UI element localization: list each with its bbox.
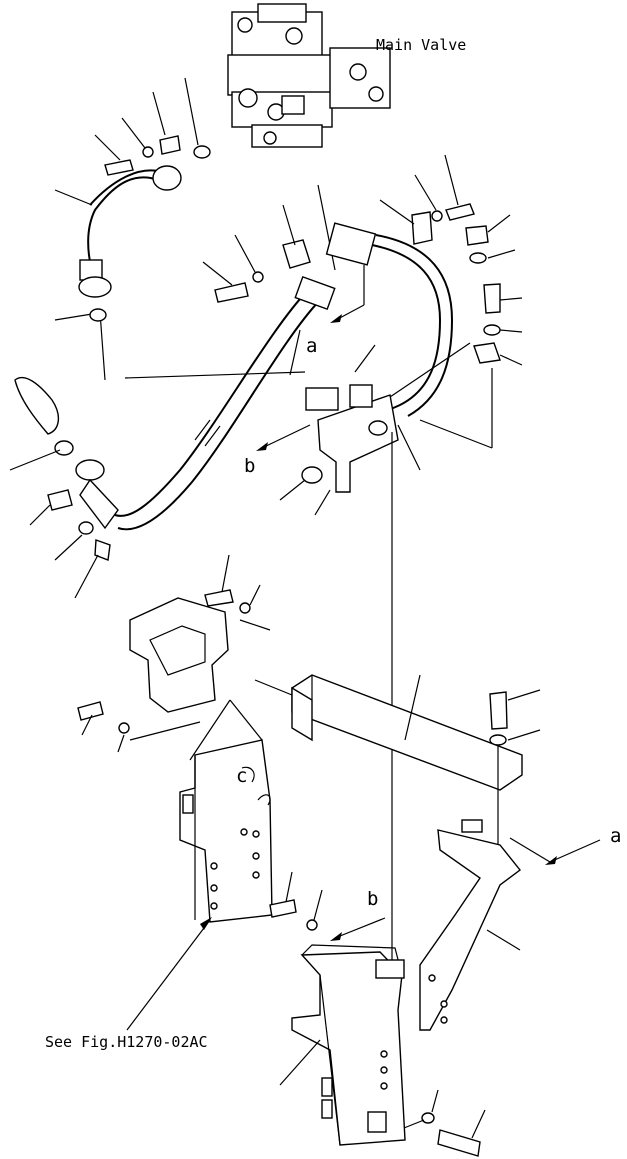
upper-left-hose: [78, 165, 182, 298]
callout-a-upper: a: [306, 335, 317, 357]
callout-arrows-lower: [330, 837, 601, 941]
o-ring: [89, 308, 107, 322]
right-small-parts: [419, 214, 523, 449]
center-fitting-block: [124, 329, 471, 516]
see-fig-label: See Fig.H1270-02AC: [45, 1033, 208, 1051]
callout-c: c: [236, 765, 247, 787]
side-plate: [179, 699, 273, 923]
lower-mount-block: [279, 944, 406, 1146]
long-beam: [254, 674, 523, 791]
callout-b-upper: b: [244, 455, 255, 477]
callout-arrows-upper: [256, 265, 365, 451]
right-bracket: [419, 689, 541, 1031]
upper-bracket: [129, 554, 271, 713]
main-valve-assembly: [227, 3, 391, 148]
leader-lines-upper: [54, 77, 199, 381]
see-fig-arrow: [200, 917, 212, 930]
bolt-and-washer-set: [104, 135, 211, 176]
bolts-bottom: [403, 1089, 486, 1157]
left-fittings: [9, 376, 119, 599]
callout-b-lower: b: [367, 888, 378, 910]
see-fig-leader: [126, 919, 211, 1031]
upper-right-hose: [325, 154, 475, 417]
main-hose: [114, 275, 336, 531]
callout-a-lower: a: [610, 825, 621, 847]
main-valve-label: Main Valve: [376, 36, 466, 54]
bolts-lower-left: [77, 701, 323, 931]
